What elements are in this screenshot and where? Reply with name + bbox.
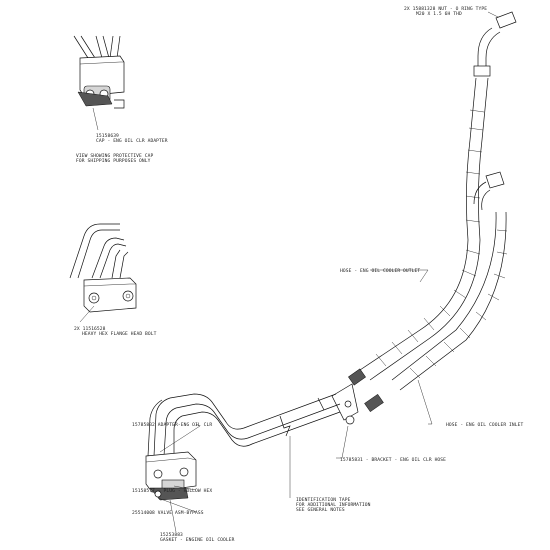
ident-tape-line2: FOR ADDITIONAL INFORMATION xyxy=(296,502,371,508)
view-note-line1: VIEW SHOWING PROTECTIVE CAP xyxy=(76,153,154,159)
rigid-tube-route xyxy=(147,393,341,457)
hose-inlet-label: HOSE - ENG OIL COOLER INLET xyxy=(446,422,524,428)
nut-oring-label: 2X 15881328 NUT - O RING TYPE xyxy=(404,6,487,12)
ident-tape-line3: SEE GENERAL NOTES xyxy=(296,507,345,513)
gasket-description: GASKET - ENGINE OIL COOLER xyxy=(160,537,235,543)
valve-label: 25514008 VALVE ASM-BYPASS xyxy=(132,510,204,516)
inset-protective-cap-view xyxy=(73,35,125,131)
plug-label: 15158577 - PLUG - HOLLOW HEX xyxy=(132,488,212,494)
bolt-description: HEAVY HEX FLANGE HEAD BOLT xyxy=(82,331,157,337)
ident-tape-line1: IDENTIFICATION TAPE xyxy=(296,497,351,503)
oil-cooler-adapter xyxy=(145,451,197,501)
inset-flange-bolt-view xyxy=(69,223,137,323)
hose-bracket-hardware xyxy=(331,368,384,425)
cap-description: CAP - ENG OIL CLR ADAPTER xyxy=(96,138,168,144)
hose-outlet-label: HOSE - ENG OIL COOLER OUTLET xyxy=(340,268,420,274)
hose-inlet-route xyxy=(391,171,508,391)
adapter-label: 15785832 ADAPTER-ENG OIL CLR xyxy=(132,422,212,428)
cap-part-number: 15158639 xyxy=(96,133,119,139)
bracket-label: 15785831 - BRACKET - ENG OIL CLR HOSE xyxy=(340,457,446,463)
gasket-part-number: 15253883 xyxy=(160,532,183,538)
view-note-line2: FOR SHIPPING PURPOSES ONLY xyxy=(76,158,151,164)
hose-outlet-route xyxy=(359,11,517,381)
bolt-quantity-part: 2X 11516528 xyxy=(74,326,106,332)
nut-thread-label: M20 X 1.5 6H THD xyxy=(416,11,462,17)
